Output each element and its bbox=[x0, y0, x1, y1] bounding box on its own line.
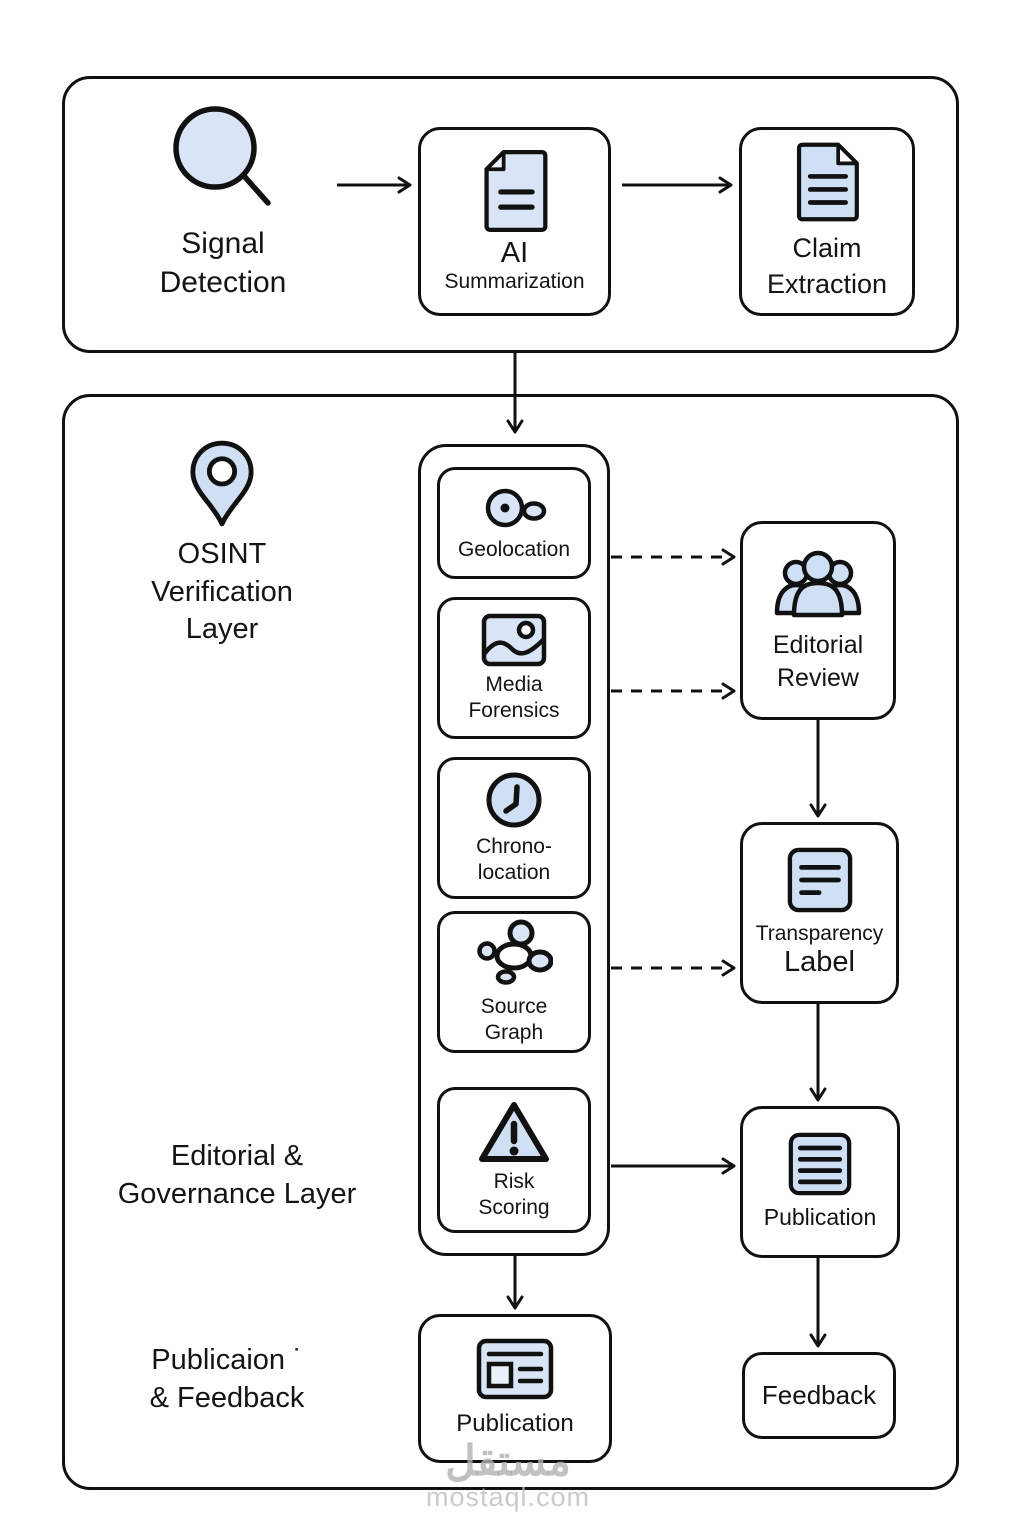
media-forensics-label: Media Forensics bbox=[468, 672, 560, 722]
globe-location-icon bbox=[476, 484, 552, 532]
osint-verification-layer-label-group: OSINT Verification Layer bbox=[107, 440, 337, 649]
governance-layer-label-group: Editorial & Governance Layer bbox=[82, 1138, 392, 1213]
transparency-title: Transparency bbox=[755, 922, 884, 946]
newspaper-icon bbox=[476, 1338, 554, 1400]
source-graph-node: Source Graph bbox=[437, 911, 591, 1053]
watermark: مستقل mostaql.com bbox=[398, 1440, 618, 1511]
magnifier-icon bbox=[171, 104, 275, 214]
risk-scoring-node: Risk Scoring bbox=[437, 1087, 591, 1233]
risk-scoring-label: Risk Scoring bbox=[478, 1169, 550, 1219]
warning-triangle-icon bbox=[477, 1100, 551, 1164]
publication-bottom-label: Publication bbox=[456, 1409, 574, 1437]
media-forensics-node: Media Forensics bbox=[437, 597, 591, 739]
ingestion-section-box bbox=[62, 76, 959, 353]
ai-summarization-title: AI bbox=[500, 237, 529, 270]
watermark-arabic: مستقل bbox=[445, 1437, 571, 1484]
network-graph-icon bbox=[475, 919, 553, 989]
editorial-review-node: Editorial Review bbox=[740, 521, 896, 720]
image-icon bbox=[481, 613, 547, 667]
chrono-location-node: Chrono- location bbox=[437, 757, 591, 899]
publication-feedback-label-group: Publicaion ˙ & Feedback bbox=[92, 1342, 362, 1417]
publication-feedback-label: Publicaion ˙ & Feedback bbox=[149, 1344, 305, 1414]
source-graph-label: Source Graph bbox=[480, 994, 548, 1044]
geolocation-node: Geolocation bbox=[437, 467, 591, 579]
signal-detection-label: Signal Detection bbox=[159, 227, 287, 299]
people-group-icon bbox=[772, 547, 864, 623]
publication-right-label: Publication bbox=[763, 1203, 877, 1230]
claim-extraction-label: Claim Extraction bbox=[766, 233, 888, 299]
feedback-node: Feedback bbox=[742, 1352, 896, 1439]
publication-right-node: Publication bbox=[740, 1106, 900, 1258]
publication-bottom-node: Publication bbox=[418, 1314, 612, 1463]
ai-summarization-node: AI Summarization bbox=[418, 127, 611, 316]
label-lines-icon bbox=[787, 847, 853, 913]
watermark-latin: mostaql.com bbox=[425, 1482, 591, 1512]
editorial-review-label: Editorial Review bbox=[772, 631, 864, 692]
map-pin-icon bbox=[188, 440, 256, 528]
transparency-subtitle: Label bbox=[784, 945, 855, 978]
transparency-label-node: Transparency Label bbox=[740, 822, 899, 1004]
verification-governance-section-box bbox=[62, 394, 959, 1490]
governance-layer-label: Editorial & Governance Layer bbox=[117, 1140, 357, 1210]
clock-icon bbox=[485, 771, 543, 829]
ai-summarization-subtitle: Summarization bbox=[444, 270, 585, 294]
chrono-location-label: Chrono- location bbox=[476, 834, 552, 884]
document-lines-icon bbox=[791, 141, 863, 223]
article-lines-icon bbox=[788, 1132, 852, 1196]
geolocation-label: Geolocation bbox=[457, 537, 571, 561]
feedback-label: Feedback bbox=[761, 1379, 877, 1410]
document-icon bbox=[479, 148, 551, 234]
signal-detection-node: Signal Detection bbox=[93, 104, 353, 302]
osint-verification-layer-label: OSINT Verification Layer bbox=[151, 538, 293, 646]
claim-extraction-node: Claim Extraction bbox=[739, 127, 915, 316]
